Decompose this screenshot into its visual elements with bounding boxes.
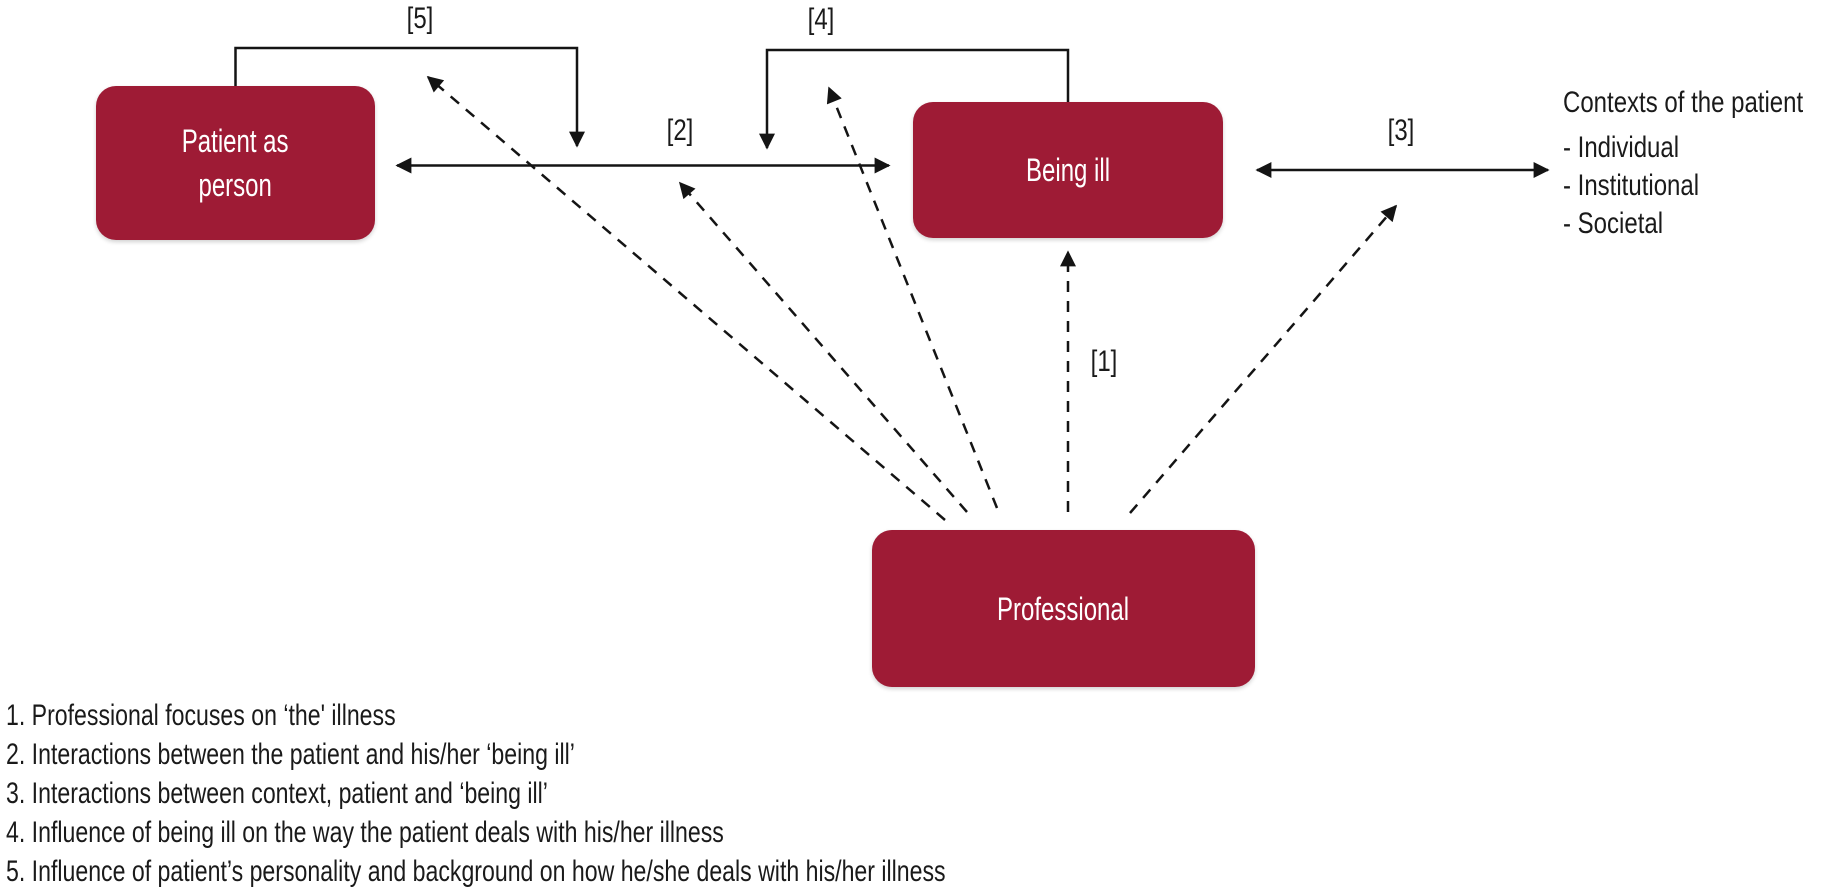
- node-being-ill: Being ill: [913, 102, 1223, 238]
- contexts-item-societal: - Societal: [1563, 207, 1664, 240]
- arrow-label-3: [3]: [1387, 114, 1415, 147]
- contexts-item-individual: - Individual: [1563, 131, 1680, 164]
- legend-item-2: 2. Interactions between the patient and …: [6, 738, 575, 771]
- contexts-item-institutional: - Institutional: [1563, 169, 1700, 202]
- dashed-arrow-to-4: [826, 86, 999, 509]
- arrow-label-2: [2]: [666, 114, 694, 147]
- legend-item-5: 5. Influence of patient’s personality an…: [6, 855, 946, 888]
- contexts-title: Contexts of the patient: [1563, 86, 1804, 119]
- arrow-label-5: [5]: [406, 2, 434, 35]
- node-patient-label: Patient as person: [182, 123, 289, 203]
- legend-block: 1. Professional focuses on ‘the' illness…: [6, 696, 946, 891]
- arrow-label-4: [4]: [807, 3, 835, 36]
- dashed-arrow-to-5: [426, 75, 946, 521]
- arrow-label-1: [1]: [1090, 345, 1118, 378]
- legend-item-1: 1. Professional focuses on ‘the' illness: [6, 699, 396, 732]
- node-professional: Professional: [872, 530, 1255, 687]
- legend-item-4: 4. Influence of being ill on the way the…: [6, 816, 724, 849]
- node-being-ill-label: Being ill: [1025, 152, 1111, 188]
- node-patient-as-person: Patient as person: [96, 86, 375, 240]
- bracket-4-arrow: [759, 48, 1070, 150]
- dashed-arrow-to-3: [1129, 204, 1398, 514]
- node-professional-label: Professional: [997, 590, 1130, 627]
- legend-item-3: 3. Interactions between context, patient…: [6, 777, 548, 810]
- bracket-5-arrow: [234, 46, 585, 148]
- dashed-arrow-to-2: [678, 181, 968, 513]
- contexts-block: Contexts of the patient - Individual - I…: [1563, 84, 1803, 243]
